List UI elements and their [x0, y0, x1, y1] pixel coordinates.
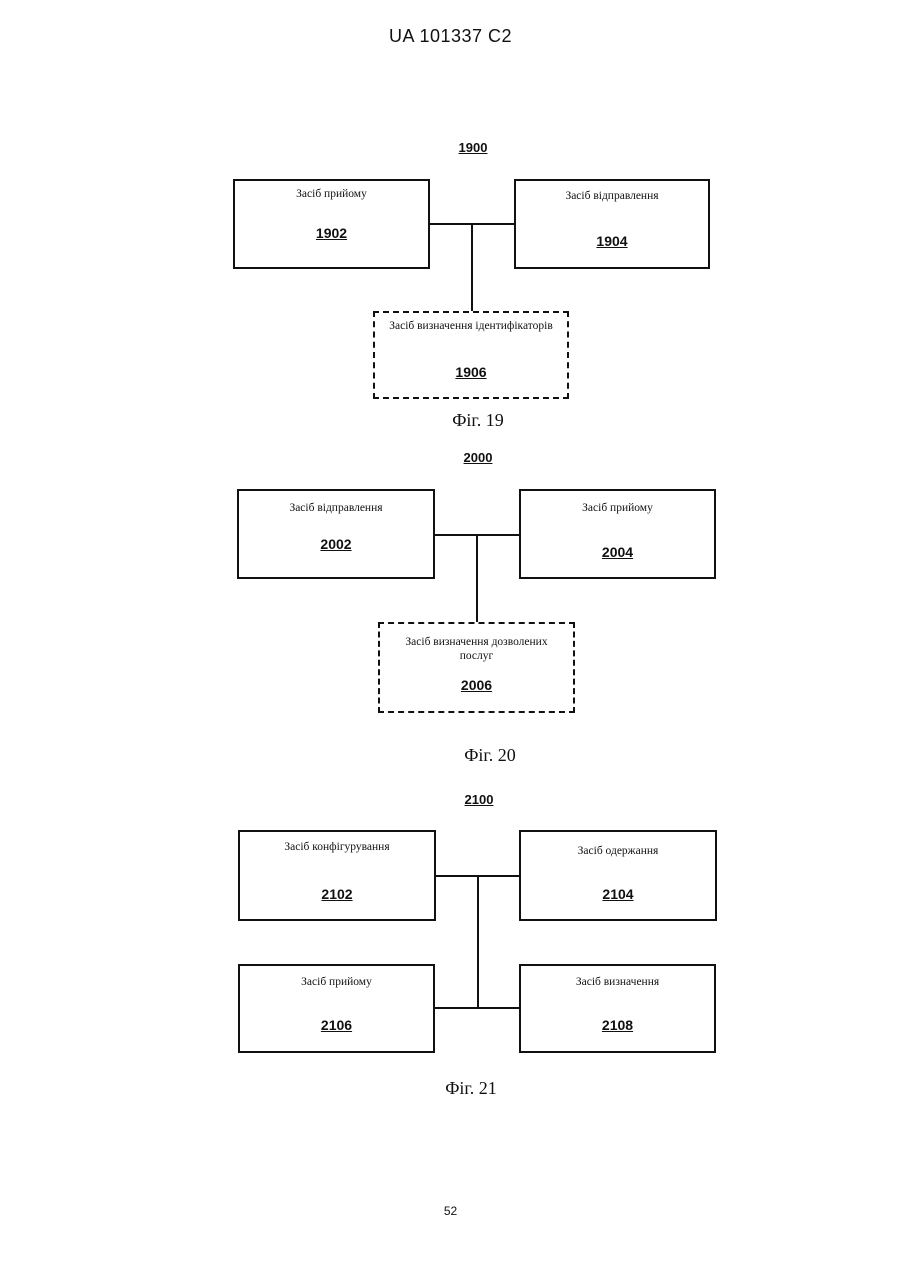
fig21-connector-vertical — [477, 876, 479, 1008]
box-number: 2106 — [240, 1017, 433, 1033]
fig20-box-2004: Засіб прийому 2004 — [519, 489, 716, 579]
box-number: 2004 — [521, 544, 714, 560]
box-number: 2108 — [521, 1017, 714, 1033]
fig21-box-2106: Засіб прийому 2106 — [238, 964, 435, 1053]
fig21-reference: 2100 — [439, 792, 519, 807]
box-number: 1902 — [235, 225, 428, 241]
fig19-connector-vertical — [471, 224, 473, 312]
box-title: Засіб визначення — [527, 975, 708, 989]
box-title: Засіб прийому — [246, 975, 427, 989]
fig19-reference: 1900 — [433, 140, 513, 155]
box-title: Засіб прийому — [527, 501, 708, 515]
page-number: 52 — [0, 1204, 901, 1218]
box-number: 2006 — [380, 677, 573, 693]
fig19-caption: Фіг. 19 — [418, 410, 538, 431]
fig19-box-1902: Засіб прийому 1902 — [233, 179, 430, 269]
box-number: 1906 — [375, 364, 567, 380]
patent-header: UA 101337 C2 — [0, 26, 901, 47]
fig20-box-2002: Засіб відправлення 2002 — [237, 489, 435, 579]
fig20-box-2006: Засіб визначення дозволених послуг 2006 — [378, 622, 575, 713]
fig21-box-2108: Засіб визначення 2108 — [519, 964, 716, 1053]
fig21-box-2104: Засіб одержання 2104 — [519, 830, 717, 921]
fig19-box-1904: Засіб відправлення 1904 — [514, 179, 710, 269]
box-title: Засіб конфігурування — [246, 840, 428, 854]
fig19-box-1906: Засіб визначення ідентифікаторів 1906 — [373, 311, 569, 399]
fig20-connector-vertical — [476, 535, 478, 624]
box-title: Засіб визначення дозволених послуг — [398, 635, 555, 663]
fig21-box-2102: Засіб конфігурування 2102 — [238, 830, 436, 921]
box-number: 2102 — [240, 886, 434, 902]
box-title: Засіб визначення ідентифікаторів — [381, 319, 561, 333]
fig20-caption: Фіг. 20 — [430, 745, 550, 766]
box-title: Засіб прийому — [241, 187, 422, 201]
box-title: Засіб одержання — [527, 844, 709, 858]
box-number: 2002 — [239, 536, 433, 552]
box-title: Засіб відправлення — [245, 501, 427, 515]
fig21-caption: Фіг. 21 — [411, 1078, 531, 1099]
fig20-reference: 2000 — [438, 450, 518, 465]
box-number: 1904 — [516, 233, 708, 249]
box-title: Засіб відправлення — [522, 189, 702, 203]
box-number: 2104 — [521, 886, 715, 902]
fig21-connector-bottom — [435, 1007, 519, 1009]
